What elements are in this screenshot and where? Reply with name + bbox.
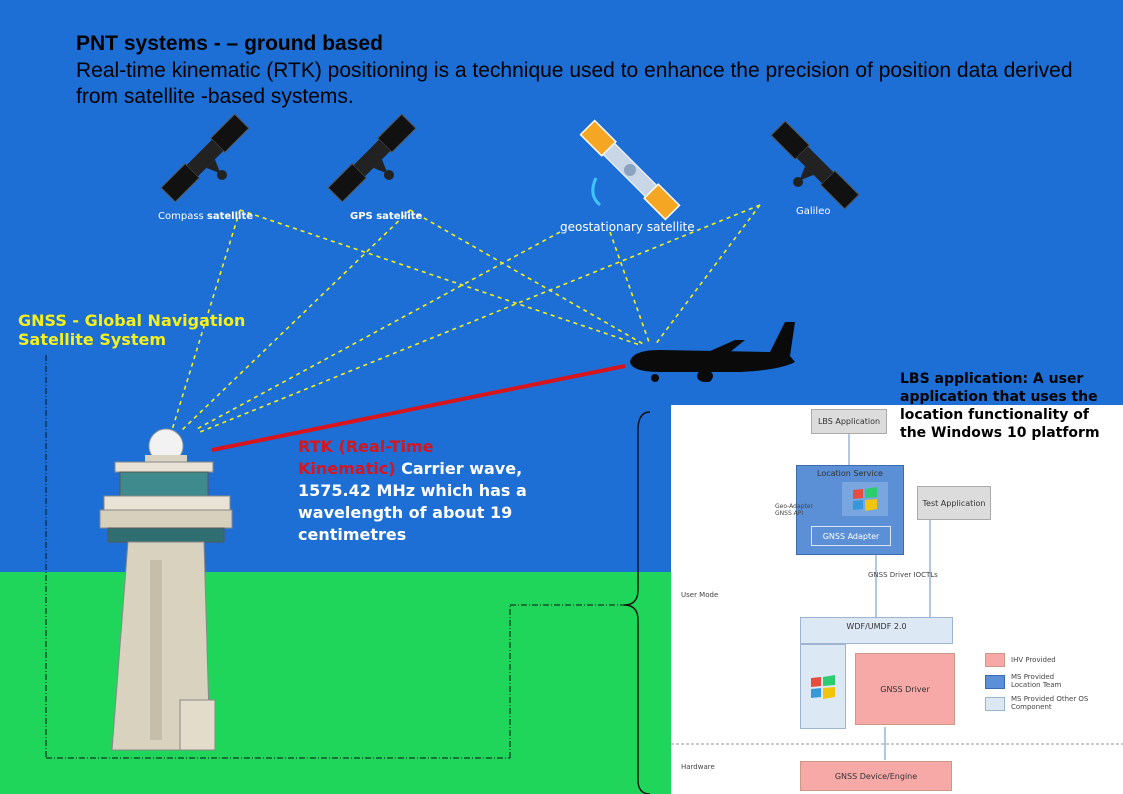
- hardware-label: Hardware: [681, 763, 715, 771]
- rtk-link: [211, 364, 626, 452]
- gps-satellite-icon: [327, 113, 417, 203]
- wdf-umdf-box: WDF/UMDF 2.0: [800, 617, 953, 644]
- lbs-application-label: LBS application: A user application that…: [900, 371, 1100, 441]
- legend-label-location: MS Provided Location Team: [1011, 673, 1062, 689]
- compass-satellite-icon: [160, 113, 250, 203]
- gnss-label: GNSS - Global Navigation Satellite Syste…: [18, 311, 246, 349]
- dashed-boundary: [45, 355, 625, 759]
- signal-lines: [171, 204, 761, 433]
- gnss-driver-ioctls-label: GNSS Driver IOCTLs: [868, 571, 938, 579]
- legend-label-ihv: IHV Provided: [1011, 656, 1056, 664]
- legend-swatch-location: [985, 675, 1005, 689]
- control-tower-icon: [99, 428, 233, 751]
- legend-label-os: MS Provided Other OS Component: [1011, 695, 1089, 711]
- page-subtitle: Real-time kinematic (RTK) positioning is…: [76, 59, 1073, 108]
- gnss-device-box: GNSS Device/Engine: [800, 761, 952, 791]
- rtk-title: RTK (Real-Time Kinematic): [298, 437, 434, 478]
- windows-logo-icon: [842, 482, 888, 516]
- geo-signal-icon: [591, 177, 602, 207]
- gnss-adapter-box: GNSS Adapter: [811, 526, 891, 546]
- gnss-api-label: Geo-Adapter GNSS API: [775, 503, 813, 517]
- geostationary-satellite-icon: [579, 119, 681, 221]
- galileo-satellite-icon: [770, 120, 860, 210]
- windows-logo-icon-2: [800, 644, 846, 729]
- gnss-driver-box: GNSS Driver: [855, 653, 955, 725]
- legend-swatch-ihv: [985, 653, 1005, 667]
- test-application-box: Test Application: [917, 486, 991, 520]
- legend-swatch-os: [985, 697, 1005, 711]
- architecture-arrows: [671, 434, 1123, 760]
- page-title: PNT systems - – ground based: [76, 32, 383, 55]
- rtk-text: Carrier wave, 1575.42 MHz which has a wa…: [298, 459, 527, 544]
- gps-satellite-label: GPS satellite: [350, 211, 423, 222]
- galileo-satellite-label: Galileo: [796, 206, 831, 217]
- architecture-panel: LBS Application Location Service Geo-Ada…: [671, 405, 1123, 794]
- curly-brace: [623, 411, 651, 794]
- airplane-icon: [630, 322, 795, 382]
- compass-satellite-label: Compass satellite: [158, 211, 254, 222]
- rtk-description: RTK (Real-Time Kinematic) Carrier wave, …: [298, 436, 528, 546]
- user-mode-label: User Mode: [681, 591, 719, 599]
- geostationary-satellite-label: geostationary satellite: [560, 220, 695, 234]
- lbs-application-box: LBS Application: [811, 409, 887, 434]
